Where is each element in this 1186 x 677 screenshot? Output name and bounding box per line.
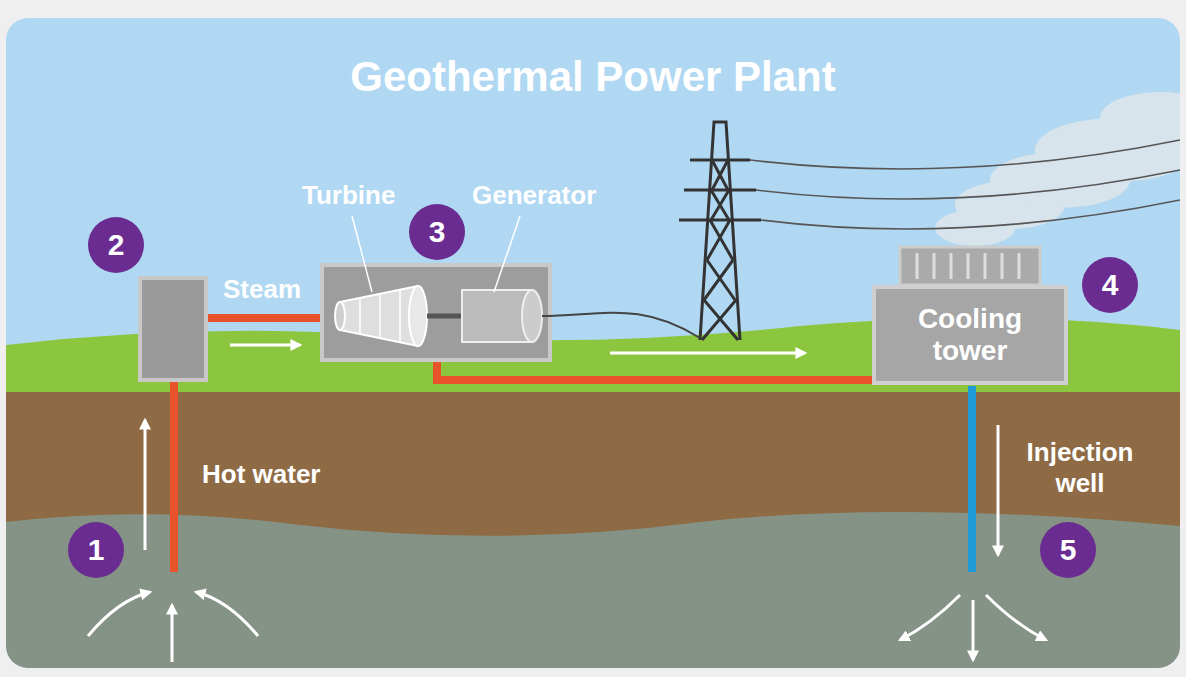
hot-water-pipe — [170, 380, 178, 572]
cooling-tower-box: Cooling tower — [872, 285, 1068, 385]
generator-cable — [542, 313, 700, 338]
callout-number: 5 — [1040, 522, 1096, 578]
generator-symbol — [462, 290, 542, 342]
callout-number: 1 — [68, 522, 124, 578]
flow-label: Hot water — [202, 459, 320, 490]
turbine-housing — [322, 265, 550, 360]
steam-cloud — [935, 92, 1180, 246]
cooling-fan-unit — [900, 247, 1040, 285]
power-pylon — [679, 122, 761, 340]
part-label: Turbine — [302, 180, 395, 211]
diagram-title: Geothermal Power Plant — [0, 52, 1186, 102]
leader-line — [494, 216, 520, 292]
part-label: Generator — [472, 180, 596, 211]
part-label: Injection well — [1010, 437, 1150, 499]
flow-arrows — [88, 345, 1046, 662]
node-text: Cooling tower — [895, 303, 1045, 367]
flow-label: Steam — [223, 274, 301, 305]
separator — [140, 278, 206, 380]
turbine-symbol — [335, 286, 427, 346]
return-pipe — [437, 360, 874, 380]
shaft — [427, 314, 464, 319]
power-lines — [750, 140, 1180, 229]
injection-pipe — [968, 386, 976, 572]
leader-line — [352, 216, 372, 292]
callout-number: 4 — [1082, 257, 1138, 313]
sky — [6, 18, 1180, 668]
callout-number: 3 — [409, 204, 465, 260]
steam-pipe — [206, 314, 322, 322]
callout-number: 2 — [88, 217, 144, 273]
rock-layer — [6, 512, 1180, 668]
